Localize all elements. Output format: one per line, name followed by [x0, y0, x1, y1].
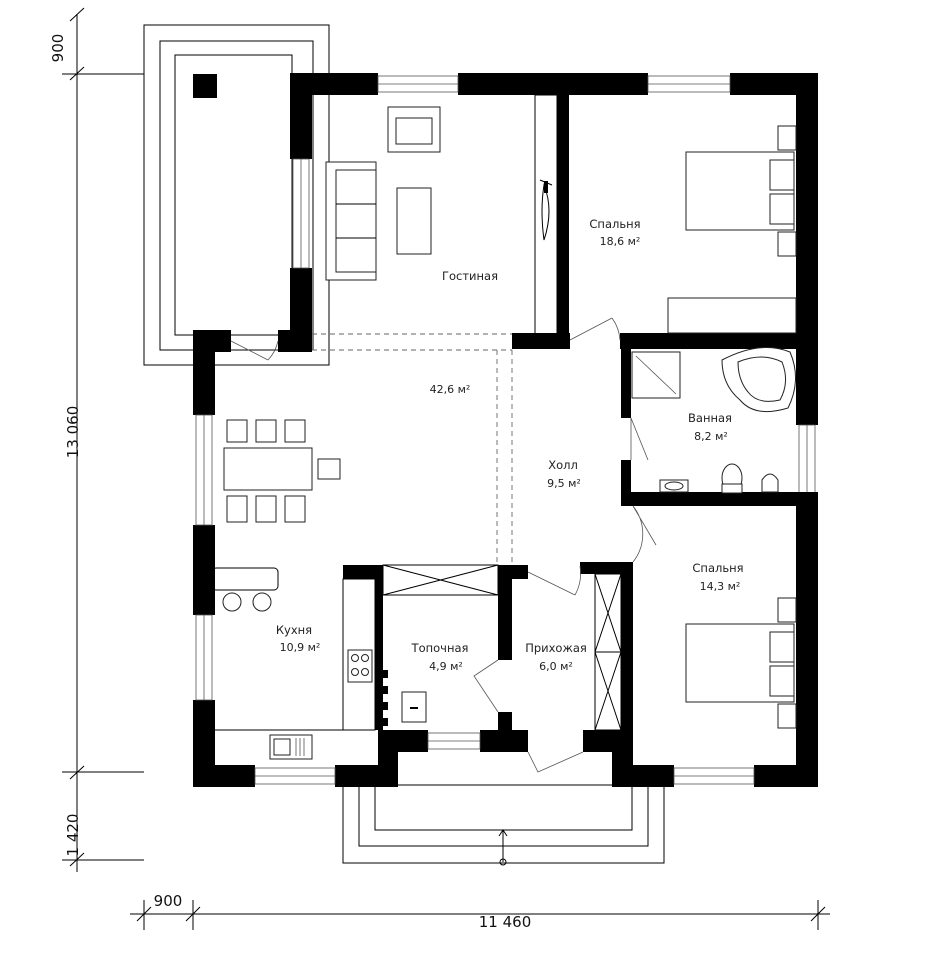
zone-lines [312, 333, 513, 565]
bathroom-area: 8,2 м² [694, 430, 728, 443]
kitchen-area: 10,9 м² [280, 641, 321, 654]
bedroom1-name: Спальня [589, 217, 640, 231]
boiler-room-name: Топочная [411, 641, 469, 655]
dimension-left: 900 13 060 1 420 [49, 7, 144, 872]
entry-hall-area: 6,0 м² [539, 660, 573, 673]
bedroom2-area: 14,3 м² [700, 580, 741, 593]
furniture-living [325, 106, 441, 281]
furniture-boiler [401, 691, 427, 723]
furniture-dining [222, 419, 341, 612]
interior-walls [211, 94, 818, 732]
bedroom2-name: Спальня [692, 561, 743, 575]
dim-left-bottom: 1 420 [64, 814, 82, 857]
entry-porch [342, 784, 665, 866]
dim-left-top: 900 [49, 34, 67, 63]
bathroom-name: Ванная [688, 411, 732, 425]
dimension-bottom: 900 11 460 [130, 892, 830, 931]
dining-area: 42,6 м² [430, 383, 471, 396]
dim-bottom-total: 11 460 [479, 913, 532, 931]
furniture-bathroom [631, 347, 796, 494]
entry-hall-name: Прихожая [525, 641, 587, 655]
doors [230, 179, 657, 773]
hall-area: 9,5 м² [547, 477, 581, 490]
dim-left-total: 13 060 [64, 406, 82, 459]
dim-bottom-left: 900 [154, 892, 183, 910]
room-labels: Гостиная 42,6 м² Спальня 18,6 м² Ванная … [276, 217, 744, 673]
kitchen-name: Кухня [276, 623, 312, 637]
living-room-name: Гостиная [442, 269, 498, 283]
furniture-kitchen [269, 649, 373, 760]
windows [195, 75, 816, 785]
terrace-top-left [143, 24, 330, 366]
boiler-room-area: 4,9 м² [429, 660, 463, 673]
bedroom1-area: 18,6 м² [600, 235, 641, 248]
furniture-bedroom1 [667, 125, 797, 334]
furniture-bedroom2 [685, 597, 797, 729]
hall-name: Холл [548, 458, 578, 472]
